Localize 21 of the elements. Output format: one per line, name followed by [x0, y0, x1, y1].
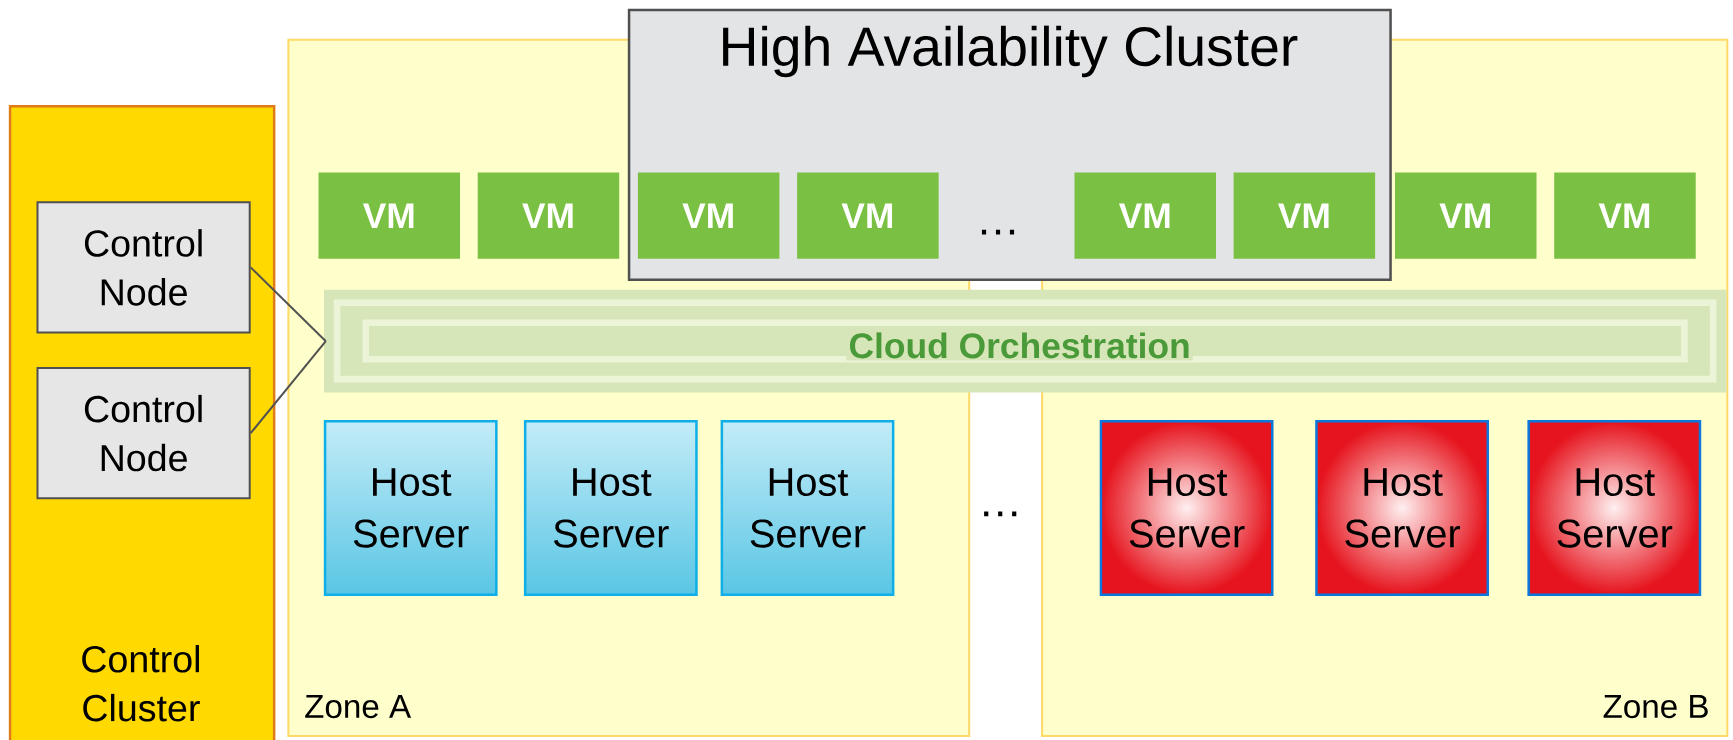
control-node-box: Control Node: [36, 201, 251, 334]
host-server-box: Host Server: [323, 420, 498, 596]
control-node-box: Control Node: [36, 366, 251, 500]
vm-box: VM: [1395, 172, 1537, 259]
host-server-box: Host Server: [1315, 420, 1489, 596]
host-server-box: Host Server: [720, 420, 895, 596]
ellipsis-text: …: [981, 229, 1015, 235]
vm-box: VM: [1554, 172, 1696, 259]
vm-box: VM: [477, 172, 620, 259]
host-server-box: Host Server: [1099, 420, 1274, 596]
vm-box: VM: [797, 172, 939, 259]
connector-line: [249, 266, 327, 343]
orchestration-band: Cloud Orchestration: [324, 289, 1727, 393]
ellipsis-text: …: [984, 511, 1017, 517]
vm-box: VM: [1074, 172, 1216, 259]
connector-line: [249, 340, 327, 435]
host-server-box: Host Server: [523, 420, 698, 596]
host-server-box: Host Server: [1527, 420, 1702, 596]
vm-box: VM: [1233, 172, 1376, 259]
vm-box: VM: [637, 172, 780, 259]
vm-box: VM: [318, 172, 460, 259]
